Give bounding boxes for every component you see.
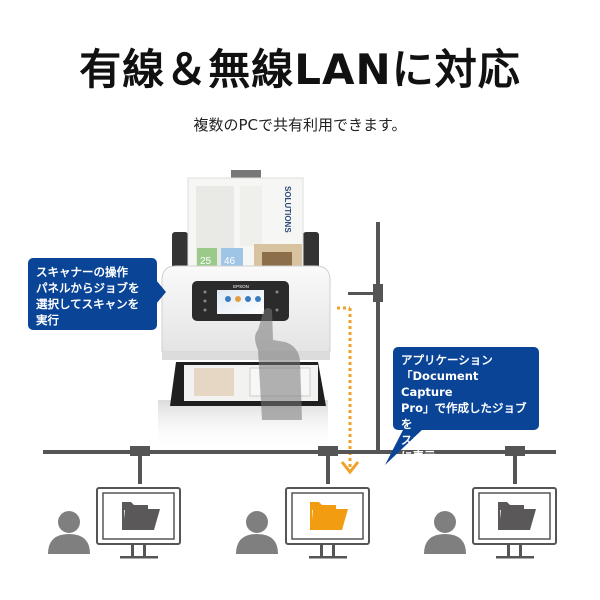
callout-line: 「Document Capture	[401, 369, 479, 399]
callout-line: に表示	[401, 449, 436, 463]
folder-icon-highlighted	[310, 502, 348, 530]
network-backbone	[43, 446, 556, 484]
callout-left-tail	[156, 280, 166, 304]
user-icon	[236, 511, 278, 554]
computer-3	[424, 487, 557, 559]
brand-label: EPSON	[233, 284, 249, 289]
folder-icon	[122, 502, 160, 530]
folder-icon	[498, 502, 536, 530]
user-icon	[424, 511, 466, 554]
callout-right-tail	[385, 428, 424, 465]
data-flow-arrow	[337, 306, 360, 475]
callout-line: アプリケーション	[401, 353, 493, 367]
callout-line: スキャナーの操作	[36, 265, 128, 279]
callout-application: アプリケーション 「Document Capture Pro」で作成したジョブを…	[393, 347, 539, 463]
stat-number-2: 46	[224, 256, 236, 267]
callout-line: スキャナーの操作パネル	[401, 433, 528, 447]
callout-line: Pro」で作成したジョブを	[401, 401, 527, 431]
wireless-pole	[348, 222, 383, 454]
callout-line: パネルからジョブを	[36, 281, 140, 295]
page-title: 有線＆無線LANに対応	[79, 45, 521, 94]
computer-1	[48, 487, 181, 559]
scanner-reflection	[158, 400, 328, 452]
callout-line: 選択してスキャンを	[36, 297, 140, 311]
callout-scanner-panel: スキャナーの操作 パネルからジョブを 選択してスキャンを 実行	[28, 258, 157, 330]
document-heading: SOLUTIONS	[283, 186, 292, 233]
page-subtitle: 複数のPCで共有利用できます。	[193, 116, 407, 134]
stat-number-1: 25	[200, 256, 212, 267]
hand	[255, 308, 302, 420]
scanner: SOLUTIONS 25 46 EPSON	[161, 170, 331, 420]
input-document: SOLUTIONS 25 46	[187, 177, 304, 279]
touch-screen[interactable]	[217, 290, 264, 314]
callout-line: 実行	[36, 313, 59, 327]
user-icon	[48, 511, 90, 554]
computer-2	[236, 487, 370, 559]
